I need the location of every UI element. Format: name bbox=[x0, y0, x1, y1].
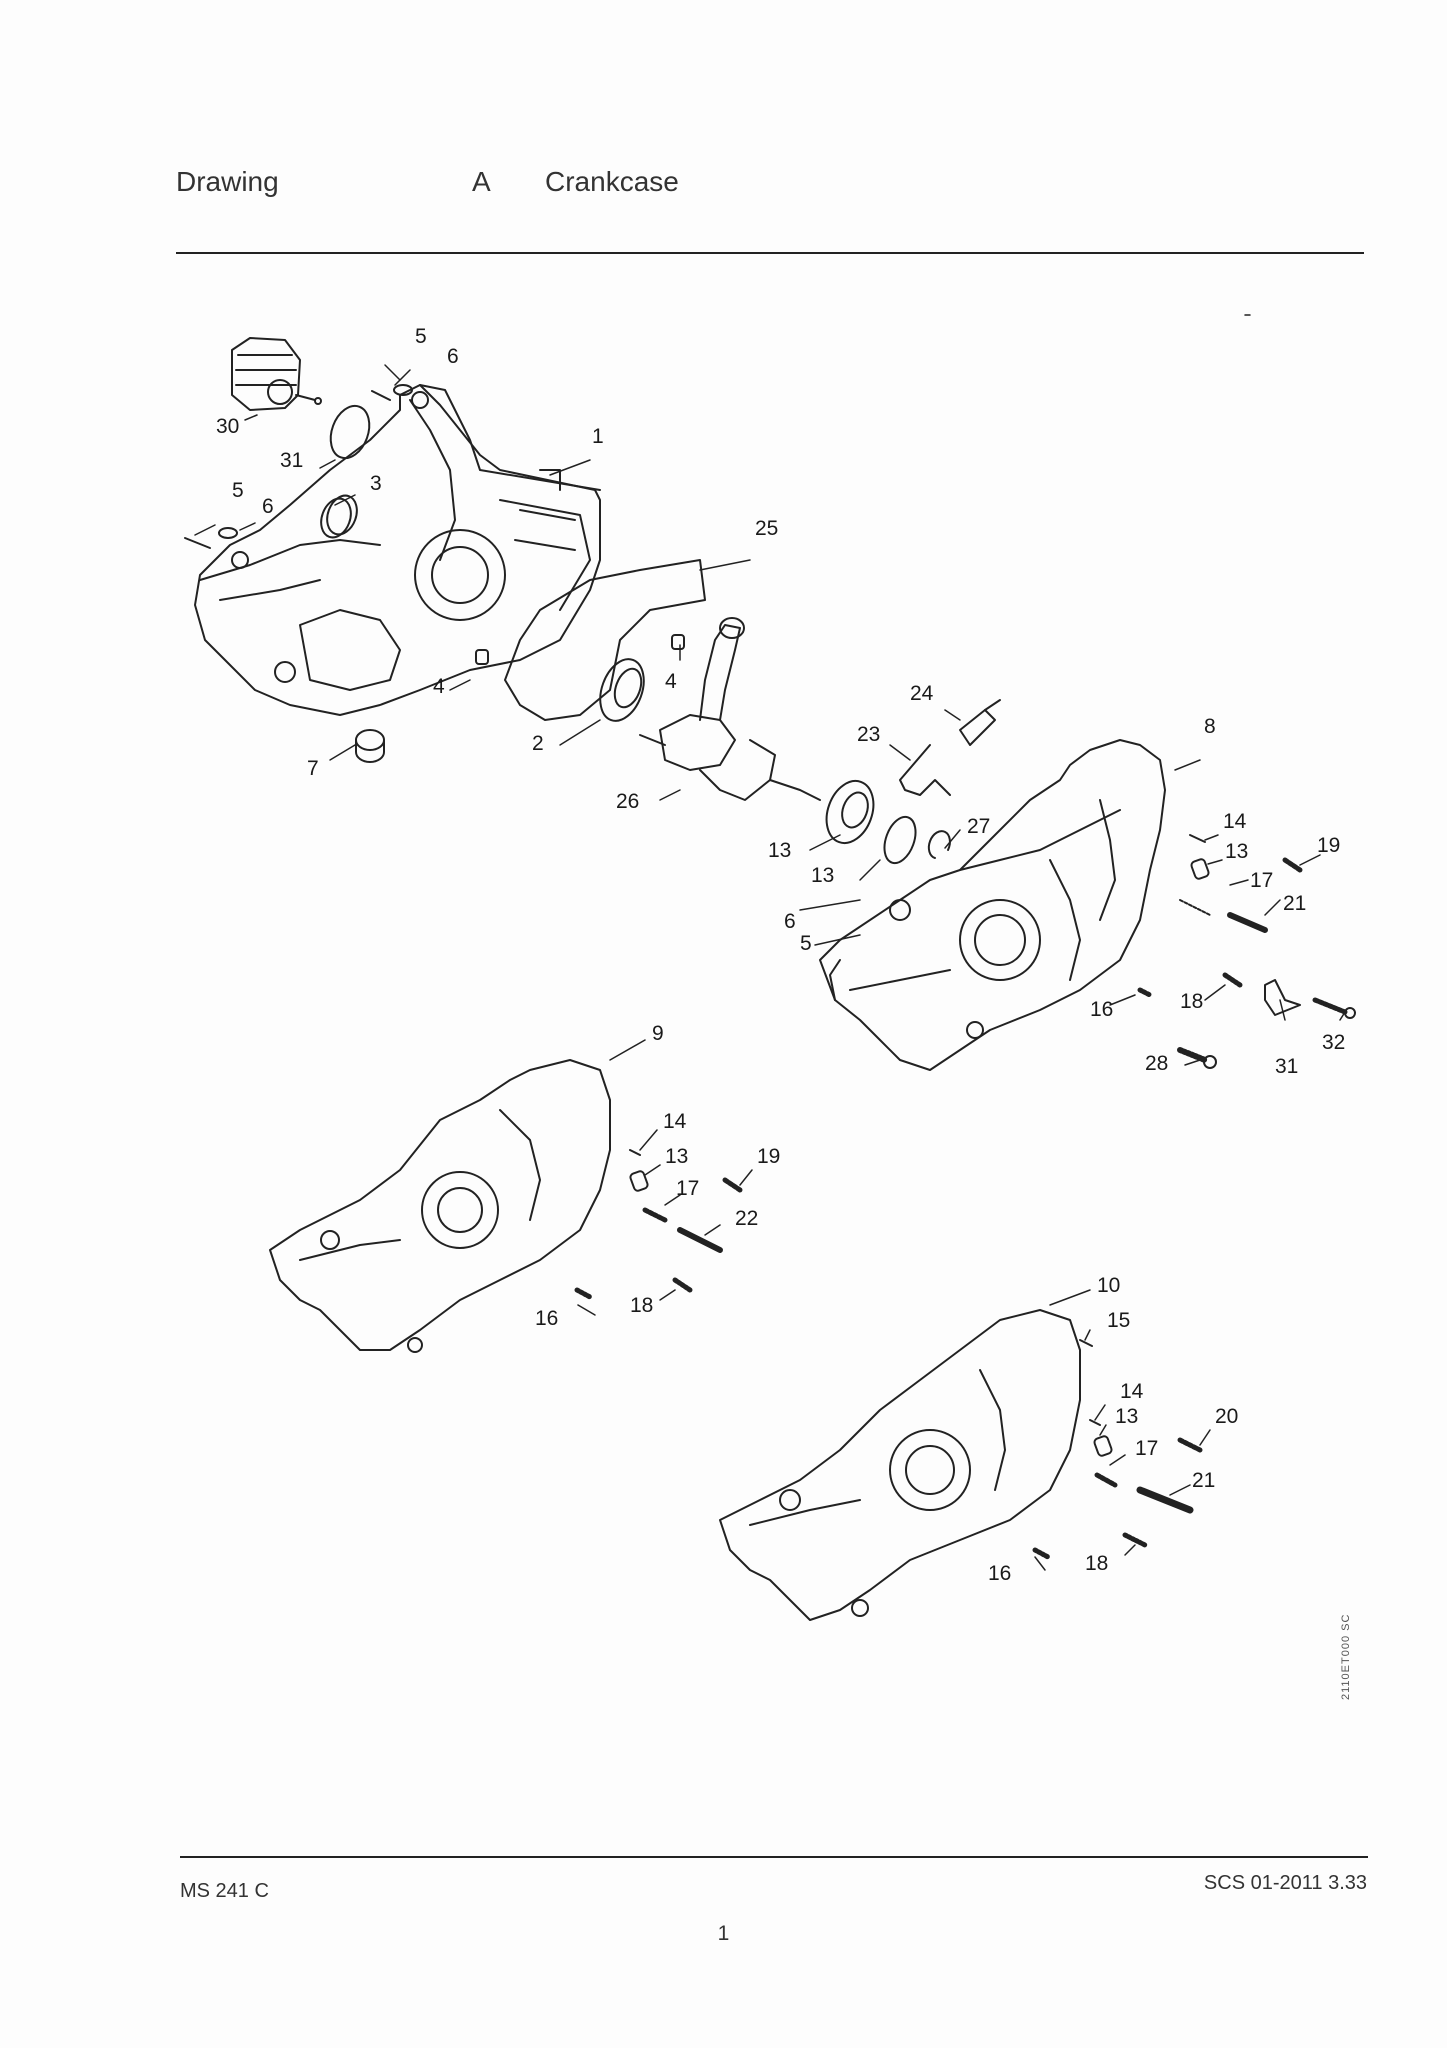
part-11-bearing bbox=[825, 780, 875, 844]
callout-19-top: 19 bbox=[1317, 834, 1340, 857]
callout-13-bot: 13 bbox=[1115, 1405, 1138, 1428]
part-23-tube bbox=[899, 744, 951, 796]
callout-26: 26 bbox=[616, 790, 639, 813]
part-27-circlip bbox=[927, 830, 951, 859]
header-letter: A bbox=[472, 166, 491, 197]
callout-18-bot: 18 bbox=[1085, 1552, 1108, 1575]
part-4-sleeve-2 bbox=[671, 634, 685, 650]
callout-3: 3 bbox=[370, 472, 382, 495]
part-5-pin bbox=[371, 390, 391, 401]
callout-18-mid: 18 bbox=[630, 1294, 653, 1317]
callout-4-left: 4 bbox=[433, 675, 445, 698]
callout-25: 25 bbox=[755, 517, 778, 540]
crankcase-half-10 bbox=[719, 1309, 1081, 1621]
callout-16-top: 16 bbox=[1090, 998, 1113, 1021]
header-rule bbox=[176, 252, 1364, 254]
callout-20: 20 bbox=[1215, 1405, 1238, 1428]
callout-10: 10 bbox=[1097, 1274, 1120, 1297]
callout-8: 8 bbox=[1204, 715, 1216, 738]
part-10-hardware bbox=[1032, 1339, 1203, 1560]
crankcase-right-half-8 bbox=[819, 739, 1166, 1071]
callout-23: 23 bbox=[857, 723, 880, 746]
callout-2: 2 bbox=[532, 732, 544, 755]
callout-28: 28 bbox=[1145, 1052, 1168, 1075]
callout-5-top: 5 bbox=[415, 325, 427, 348]
part-30 bbox=[329, 404, 371, 460]
callout-17-top: 17 bbox=[1250, 869, 1273, 892]
callout-16-mid: 16 bbox=[535, 1307, 558, 1330]
header-title: Crankcase bbox=[545, 166, 679, 197]
part-4-sleeve bbox=[475, 649, 489, 665]
crankcase-half-9 bbox=[269, 1059, 611, 1353]
part-29 bbox=[231, 337, 322, 411]
callout-4-right: 4 bbox=[665, 670, 677, 693]
callout-12: 13 bbox=[811, 864, 834, 887]
footer-model: MS 241 C bbox=[180, 1880, 269, 1902]
callout-14-bot: 14 bbox=[1120, 1380, 1144, 1403]
callout-19-mid: 19 bbox=[757, 1145, 780, 1168]
callout-13-mid: 13 bbox=[665, 1145, 688, 1168]
part-25-gasket bbox=[504, 559, 706, 721]
callout-14-mid: 14 bbox=[663, 1110, 687, 1133]
callout-18-top: 18 bbox=[1180, 990, 1203, 1013]
callout-30: 31 bbox=[280, 449, 303, 472]
callout-24: 24 bbox=[910, 682, 934, 705]
callout-16-bot: 16 bbox=[988, 1562, 1011, 1585]
callout-1: 1 bbox=[592, 425, 604, 448]
crankcase-left-half bbox=[194, 384, 601, 716]
callout-7: 7 bbox=[307, 757, 319, 780]
callout-6-left: 6 bbox=[262, 495, 274, 518]
callout-27: 27 bbox=[967, 815, 990, 838]
part-5-pin-left bbox=[184, 537, 211, 549]
footer-rule bbox=[180, 1856, 1368, 1858]
callout-11: 13 bbox=[768, 839, 791, 862]
callout-13-top: 13 bbox=[1225, 840, 1248, 863]
side-drawing-code: 2110ET000 SC bbox=[1340, 1613, 1352, 1700]
part-2-bearing bbox=[599, 658, 645, 722]
callout-5-left: 5 bbox=[232, 479, 244, 502]
callout-9: 9 bbox=[652, 1022, 664, 1045]
part-9-hardware bbox=[574, 1149, 743, 1300]
callout-17-mid: 17 bbox=[676, 1177, 699, 1200]
footer-code: SCS 01-2011 3.33 bbox=[1203, 1872, 1367, 1894]
callout-labels: 5 6 30 31 1 3 5 6 25 4 4 24 8 2 23 7 26 … bbox=[216, 325, 1345, 1585]
callout-21-top: 21 bbox=[1283, 892, 1306, 915]
part-6-washer-left bbox=[218, 527, 238, 539]
part-12-seal bbox=[883, 815, 917, 865]
leader-lines bbox=[194, 314, 1346, 1571]
part-26-crankshaft bbox=[639, 617, 821, 801]
callout-22: 22 bbox=[735, 1207, 758, 1230]
callout-21-bot: 21 bbox=[1192, 1469, 1215, 1492]
part-6-washer bbox=[393, 384, 413, 396]
part-24-fitting bbox=[959, 699, 1001, 746]
callout-17-bot: 17 bbox=[1135, 1437, 1158, 1460]
callout-32: 32 bbox=[1322, 1031, 1345, 1054]
callout-31: 31 bbox=[1275, 1055, 1298, 1078]
header-section: Drawing bbox=[176, 166, 279, 197]
callout-5-mid: 5 bbox=[800, 932, 812, 955]
callout-6-mid: 6 bbox=[784, 910, 796, 933]
callout-15: 15 bbox=[1107, 1309, 1130, 1332]
page-number: 1 bbox=[717, 1922, 730, 1945]
part-3 bbox=[320, 494, 358, 539]
callout-14-top: 14 bbox=[1223, 810, 1247, 833]
part-7 bbox=[355, 729, 385, 763]
callout-6-top: 6 bbox=[447, 345, 459, 368]
callout-29: 30 bbox=[216, 415, 239, 438]
